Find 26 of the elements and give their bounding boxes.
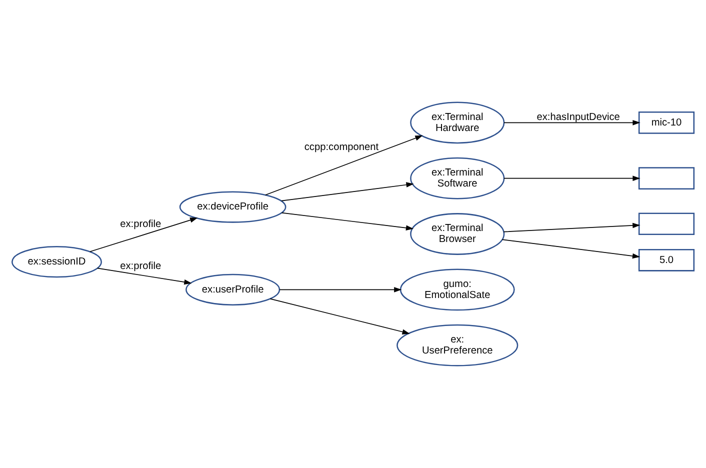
arrow [96, 268, 192, 285]
edge-label: ex:hasInputDevice [536, 112, 620, 123]
edge-label: ex:profile [120, 218, 162, 230]
node-ellipse: ex:Terminal Browser [410, 213, 505, 255]
edge-label: ccpp:component [304, 142, 379, 154]
arrow [90, 218, 198, 252]
node-ellipse: ex:sessionID [12, 246, 102, 278]
arrow [270, 298, 410, 334]
arrow [281, 212, 414, 231]
node-ellipse: ex:Terminal Software [410, 157, 505, 200]
node-ellipse: gumo: EmotionalSate [400, 268, 515, 311]
node-ellipse: ex: UserPreference [396, 324, 518, 366]
edge-label: ex:profile [120, 261, 162, 272]
arrow [279, 287, 402, 292]
node-ellipse: ex:Terminal Hardware [410, 102, 505, 144]
node-ellipse: ex:userProfile [186, 274, 280, 306]
arrow [502, 239, 640, 259]
arrow [281, 182, 414, 202]
arrow [504, 176, 640, 181]
node-box [638, 167, 695, 190]
node-box: 5.0 [638, 248, 695, 272]
arrow [264, 135, 423, 196]
arrow [503, 222, 640, 232]
arrow [504, 120, 640, 126]
node-box: mic-10 [638, 111, 695, 134]
node-box [638, 212, 695, 236]
